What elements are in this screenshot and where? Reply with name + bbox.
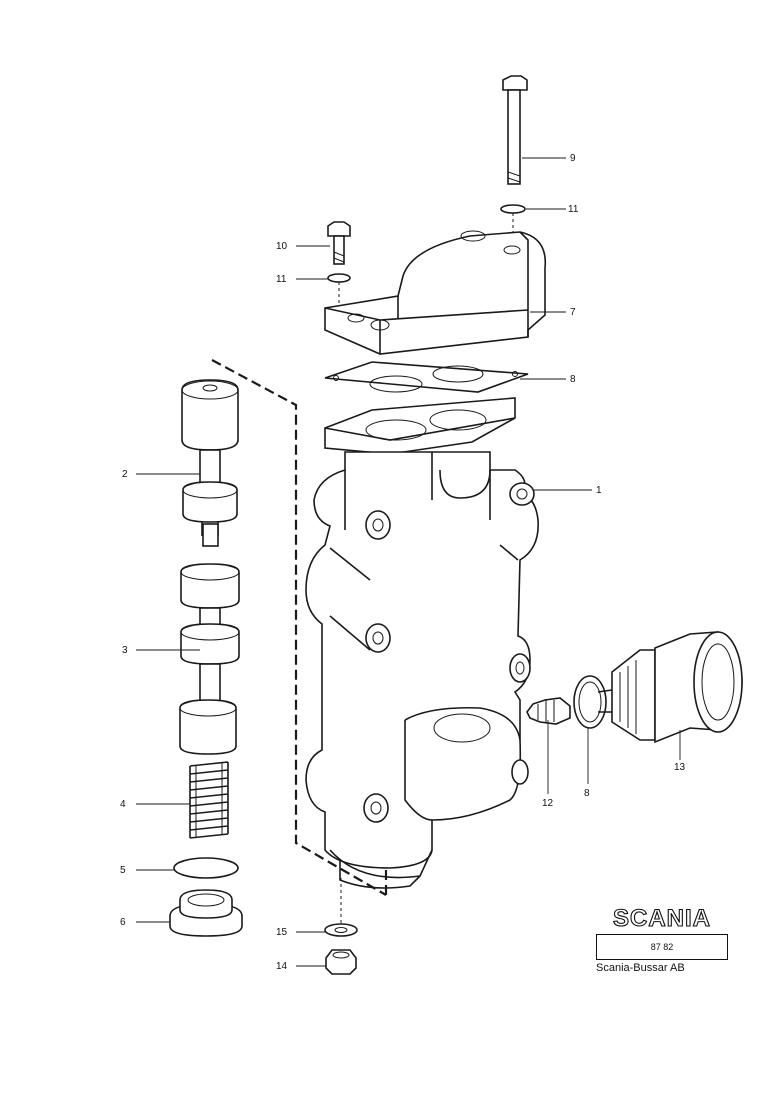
callout-8-gasket: 8 <box>570 374 576 385</box>
part-11-washer-lower <box>327 273 351 283</box>
leader-lines <box>136 157 681 967</box>
part-7-cover <box>324 230 547 355</box>
callout-9: 9 <box>570 153 576 164</box>
part-4-spring <box>189 761 229 839</box>
callout-4: 4 <box>120 799 126 810</box>
part-13-sensor <box>597 631 743 744</box>
callout-11-lower: 11 <box>276 274 287 285</box>
callout-1: 1 <box>596 485 602 496</box>
part-9-long-bolt <box>502 75 528 185</box>
callout-15: 15 <box>276 927 288 938</box>
part-6-plug <box>169 889 243 937</box>
callout-13: 13 <box>674 762 686 773</box>
callout-7: 7 <box>570 307 576 318</box>
callout-6: 6 <box>120 917 126 928</box>
callout-2: 2 <box>122 469 128 480</box>
callout-3: 3 <box>122 645 128 656</box>
part-15-washer <box>324 923 358 937</box>
callout-5: 5 <box>120 865 126 876</box>
part-8-gasket <box>324 361 529 393</box>
callout-8-o-ring: 8 <box>584 788 590 799</box>
part-10-short-bolt <box>327 221 351 265</box>
part-12-valve <box>526 697 571 725</box>
scania-logo: SCANIA <box>612 904 711 932</box>
part-2-upper-piston <box>181 379 239 547</box>
drawing-code: 87 82 <box>596 934 728 960</box>
part-3-lower-piston <box>179 563 240 755</box>
part-1-housing <box>305 397 539 889</box>
assembly-guide-left <box>211 359 387 896</box>
callout-10: 10 <box>276 241 288 252</box>
company-name: Scania-Bussar AB <box>596 962 685 974</box>
callout-11-upper: 11 <box>568 204 579 215</box>
callout-14: 14 <box>276 961 288 972</box>
callout-12: 12 <box>542 798 554 809</box>
part-11-washer-upper <box>500 204 526 214</box>
scania-logo-text: SCANIA <box>613 905 711 932</box>
part-8-o-ring-right <box>573 675 607 729</box>
part-14-nut <box>325 949 357 975</box>
part-5-o-ring <box>173 857 239 879</box>
